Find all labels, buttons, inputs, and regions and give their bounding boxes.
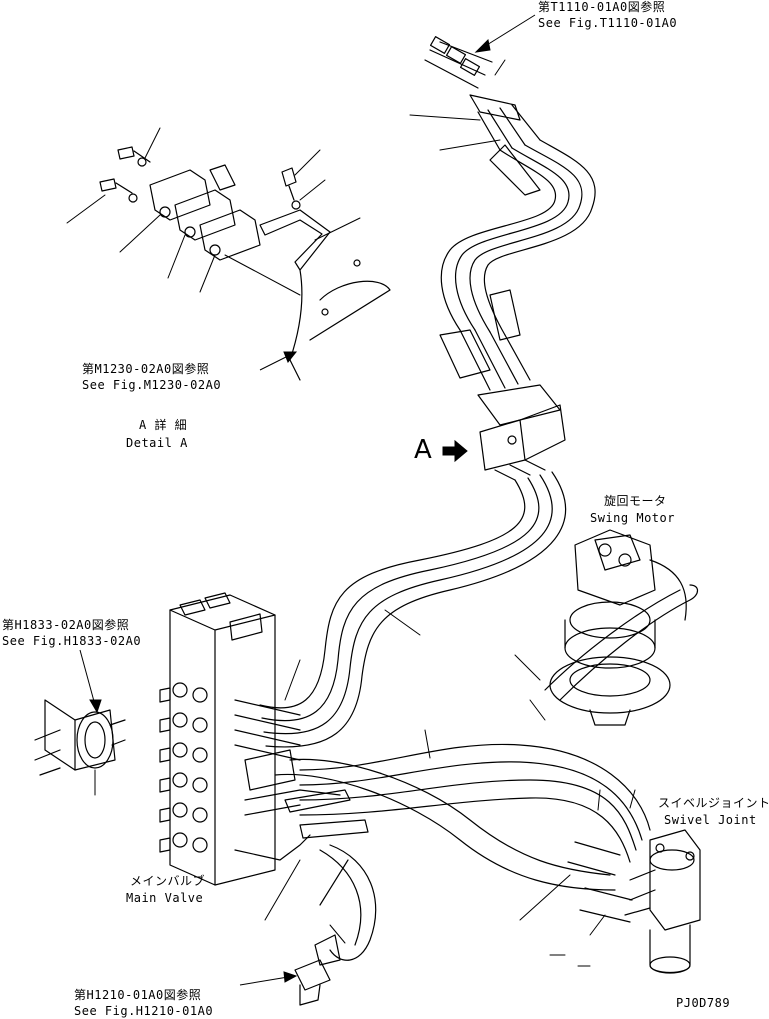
t1110-reference-en: See Fig.T1110-01A0 bbox=[538, 16, 678, 30]
swivel-joint bbox=[567, 829, 701, 974]
detail-a-assembly bbox=[99, 146, 391, 381]
swivel-joint-label-jp: スイベルジョイント bbox=[658, 796, 769, 810]
swing-motor-label-jp: 旋回モータ bbox=[604, 494, 667, 508]
detail-a-title-jp: A 詳 細 bbox=[139, 418, 188, 432]
h1210-reference-jp: 第H1210-01A0図参照 bbox=[74, 988, 202, 1002]
main-valve-label-en: Main Valve bbox=[126, 891, 204, 905]
m1230-reference-en: See Fig.M1230-02A0 bbox=[82, 378, 222, 392]
detail-a-marker: A bbox=[414, 435, 433, 465]
swing-motor bbox=[549, 529, 687, 726]
main-valve-label-jp: メインバルブ bbox=[130, 874, 206, 888]
main-valve bbox=[159, 592, 369, 886]
h1833-reference-jp: 第H1833-02A0図参照 bbox=[2, 618, 130, 632]
lower-clamp bbox=[294, 859, 349, 1006]
main-hose-runs bbox=[259, 471, 699, 961]
detail-a-arrow-icon bbox=[442, 439, 468, 463]
valve-port-detail bbox=[34, 699, 126, 776]
swing-motor-label-en: Swing Motor bbox=[590, 511, 675, 525]
detail-a-title-en: Detail A bbox=[126, 436, 188, 450]
upper-hose-bundle bbox=[424, 36, 596, 481]
h1210-reference-en: See Fig.H1210-01A0 bbox=[74, 1004, 214, 1018]
leader-lines bbox=[66, 59, 636, 967]
drawing-number: PJ0D789 bbox=[676, 996, 731, 1010]
callout-arrows bbox=[79, 14, 536, 986]
t1110-reference-jp: 第T1110-01A0図参照 bbox=[538, 0, 666, 14]
m1230-reference-jp: 第M1230-02A0図参照 bbox=[82, 362, 210, 376]
h1833-reference-en: See Fig.H1833-02A0 bbox=[2, 634, 142, 648]
swivel-joint-label-en: Swivel Joint bbox=[664, 813, 757, 827]
